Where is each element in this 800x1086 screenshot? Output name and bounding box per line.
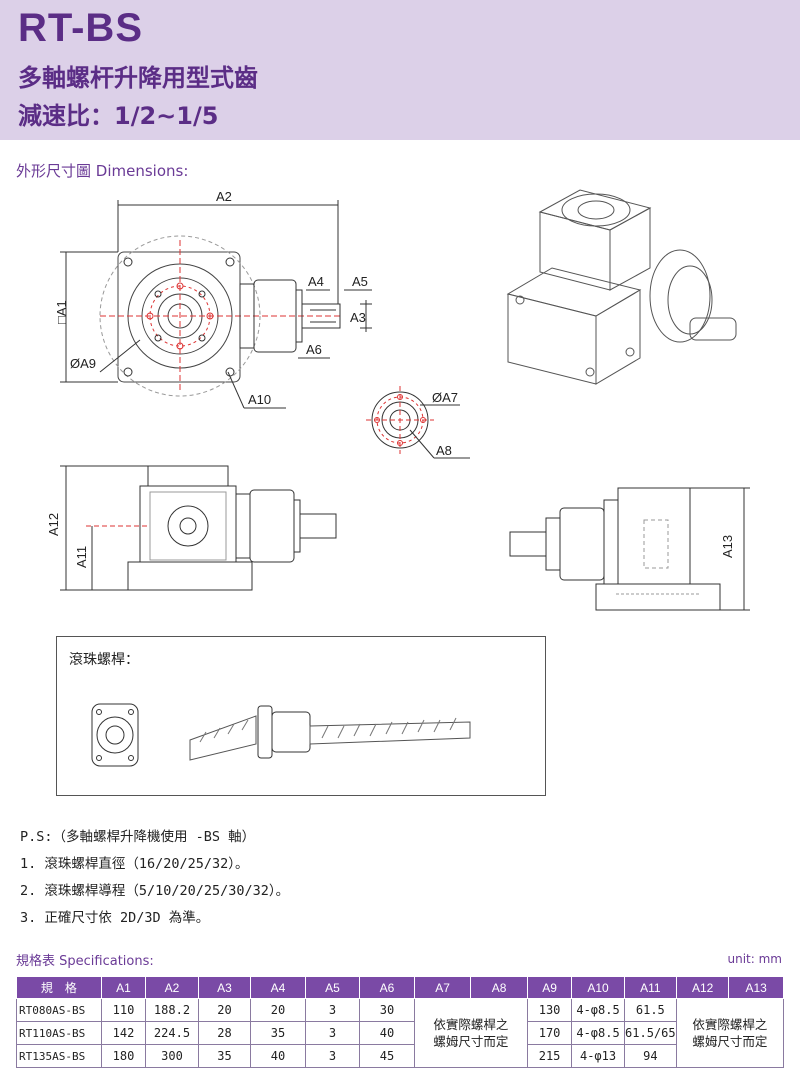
cell: 94 (623, 1044, 677, 1068)
cell: 30 (359, 998, 415, 1022)
col-header: A12 (675, 976, 730, 999)
front-view-drawing (60, 465, 337, 591)
drawing-svg: A2 □A1 A4 A5 A3 A6 ØA9 A10 ØA7 A8 A12 A1… (46, 189, 750, 767)
merged-note-line: 依實際螺桿之 (433, 1017, 509, 1032)
cell: 45 (359, 1044, 415, 1068)
spec-unit: unit: mm (727, 952, 783, 966)
ballscrew-caption: 滾珠螺桿： (69, 652, 139, 668)
label-a3: A3 (350, 310, 366, 325)
cell: 4-φ13 (571, 1044, 625, 1068)
label-a8: A8 (436, 443, 452, 458)
cell: 20 (197, 998, 252, 1022)
cell: 142 (100, 1021, 147, 1045)
cell: 35 (197, 1044, 252, 1068)
col-header: A11 (623, 976, 677, 999)
cell: 4-φ8.5 (571, 1021, 625, 1045)
col-header: A4 (250, 976, 306, 999)
cell-model: RT135AS-BS (16, 1044, 102, 1068)
merged-note-line: 依實際螺桿之 (692, 1017, 768, 1032)
ratio-line: 減速比：1/2~1/5 (18, 102, 219, 130)
col-header: A3 (197, 976, 252, 999)
cell-merged-a12-a13: 依實際螺桿之 螺姆尺寸而定 (675, 998, 785, 1068)
col-header: A8 (470, 976, 528, 999)
col-header: A6 (359, 976, 415, 999)
dimension-drawings: A2 □A1 A4 A5 A3 A6 ØA9 A10 ØA7 A8 A12 A1… (0, 180, 800, 820)
cell: 35 (250, 1021, 306, 1045)
table-row: RT135AS-BS 180 300 35 40 3 45 215 4-φ13 … (16, 1044, 784, 1068)
cell: 3 (304, 998, 361, 1022)
cell: 110 (100, 998, 147, 1022)
spec-table: 規 格 A1 A2 A3 A4 A5 A6 A7 A8 A9 A10 A11 A… (16, 976, 785, 1068)
note-line: 3. 正確尺寸依 2D/3D 為準。 (20, 910, 210, 926)
cell: 130 (526, 998, 573, 1022)
merged-note-line: 螺姆尺寸而定 (692, 1034, 768, 1049)
cell: 300 (145, 1044, 199, 1068)
cell: 170 (526, 1021, 573, 1045)
col-header: 規 格 (16, 976, 102, 999)
label-a13: A13 (720, 535, 735, 558)
label-a2: A2 (216, 189, 232, 204)
notes: P.S:（多軸螺桿升降機使用 -BS 軸） 1. 滾珠螺桿直徑（16/20/25… (20, 824, 289, 932)
dimensions-title: 外形尺寸圖 Dimensions: (16, 162, 189, 180)
cell: 20 (250, 998, 306, 1022)
model-title: RT-BS (18, 6, 143, 50)
cell: 40 (359, 1021, 415, 1045)
cell: 61.5/65 (623, 1021, 677, 1045)
top-view-drawing (60, 200, 372, 409)
cell-model: RT080AS-BS (16, 998, 102, 1022)
label-a7: ØA7 (432, 390, 458, 405)
note-line: P.S:（多軸螺桿升降機使用 -BS 軸） (20, 829, 256, 845)
col-header: A1 (100, 976, 147, 999)
label-a12: A12 (46, 513, 61, 536)
cell: 3 (304, 1044, 361, 1068)
note-line: 2. 滾珠螺桿導程（5/10/20/25/30/32）。 (20, 883, 290, 899)
label-a1: □A1 (54, 300, 69, 324)
cell: 215 (526, 1044, 573, 1068)
flange-view-drawing (366, 386, 470, 459)
ballscrew-drawing (91, 703, 471, 767)
subtitle: 多軸螺杆升降用型式齒 (18, 64, 258, 92)
isometric-view-drawing (506, 189, 737, 385)
label-a11: A11 (74, 546, 89, 568)
side-view-drawing (509, 487, 750, 611)
header-banner: RT-BS 多軸螺杆升降用型式齒 減速比：1/2~1/5 (0, 0, 800, 140)
label-a9: ØA9 (70, 356, 96, 371)
label-a10: A10 (248, 392, 271, 407)
col-header: A2 (145, 976, 199, 999)
label-a6: A6 (306, 342, 322, 357)
cell: 61.5 (623, 998, 677, 1022)
col-header: A10 (571, 976, 625, 999)
cell: 224.5 (145, 1021, 199, 1045)
spec-header-row: 規 格 A1 A2 A3 A4 A5 A6 A7 A8 A9 A10 A11 A… (16, 976, 784, 999)
table-row: RT110AS-BS 142 224.5 28 35 3 40 170 4-φ8… (16, 1021, 784, 1045)
cell-merged-a7-a8: 依實際螺桿之 螺姆尺寸而定 (413, 998, 528, 1068)
cell: 188.2 (145, 998, 199, 1022)
cell: 180 (100, 1044, 147, 1068)
cell: 4-φ8.5 (571, 998, 625, 1022)
label-a5: A5 (352, 274, 368, 289)
col-header: A5 (304, 976, 361, 999)
cell: 28 (197, 1021, 252, 1045)
ballscrew-panel: 滾珠螺桿： (56, 636, 546, 796)
col-header: A13 (728, 976, 784, 999)
cell: 40 (250, 1044, 306, 1068)
cell-model: RT110AS-BS (16, 1021, 102, 1045)
note-line: 1. 滾珠螺桿直徑（16/20/25/32）。 (20, 856, 249, 872)
merged-note-line: 螺姆尺寸而定 (433, 1034, 509, 1049)
cell: 3 (304, 1021, 361, 1045)
col-header: A9 (526, 976, 573, 999)
col-header: A7 (413, 976, 472, 999)
spec-title: 規格表 Specifications: (16, 954, 154, 969)
label-a4: A4 (308, 274, 324, 289)
table-row: RT080AS-BS 110 188.2 20 20 3 30 依實際螺桿之 螺… (16, 998, 785, 1068)
